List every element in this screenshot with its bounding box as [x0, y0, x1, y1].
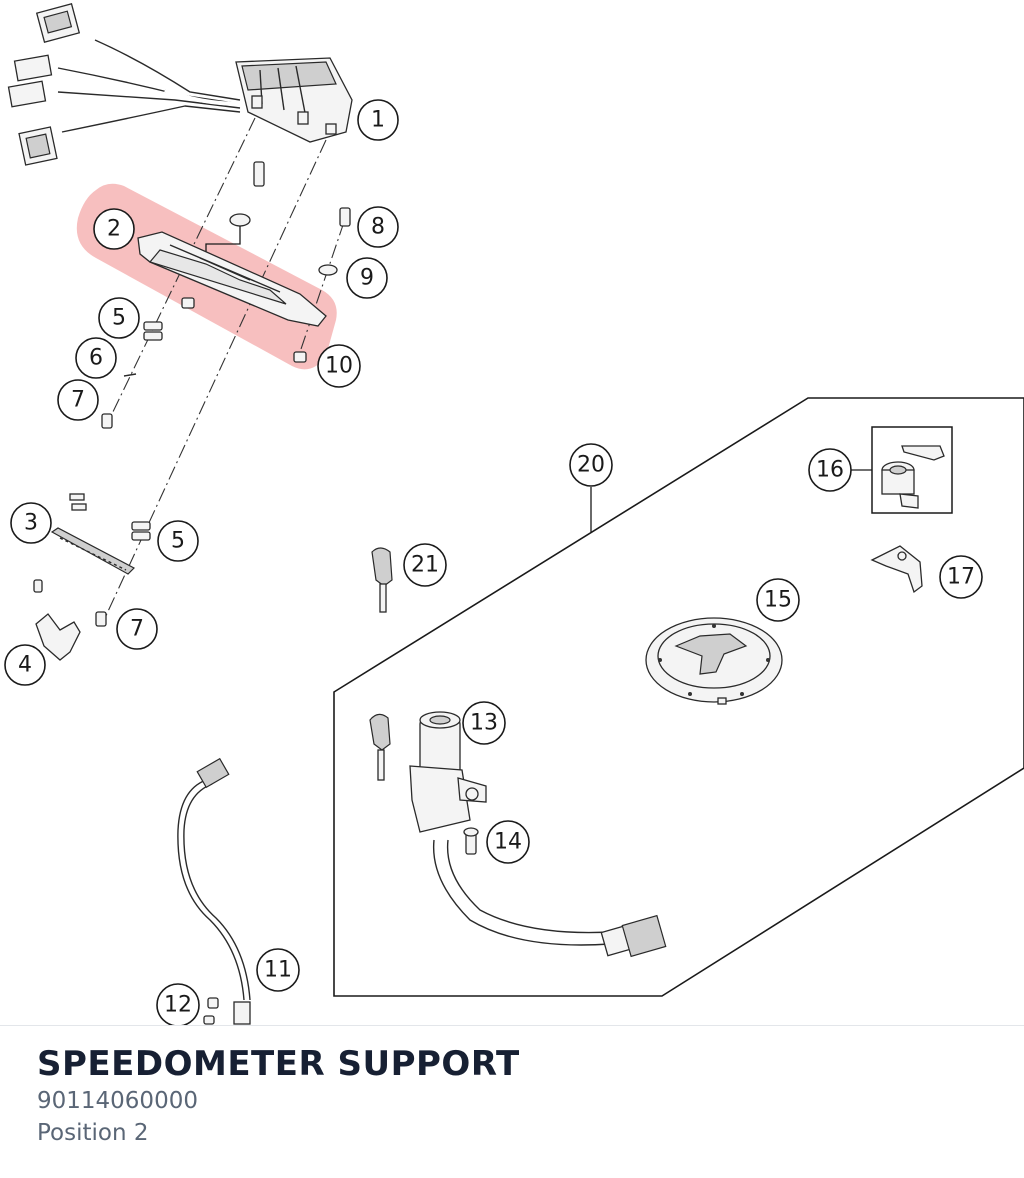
callout-13[interactable]: 13	[462, 701, 506, 745]
clip	[870, 545, 923, 594]
callout-21[interactable]: 21	[403, 543, 447, 587]
svg-text:9: 9	[360, 266, 374, 291]
part-info-panel: SPEEDOMETER SUPPORT 90114060000 Position…	[0, 1025, 1024, 1178]
svg-text:10: 10	[325, 354, 353, 379]
display-board	[50, 493, 151, 575]
callout-7b[interactable]: 7	[116, 608, 158, 650]
speedometer-support[interactable]	[137, 231, 327, 363]
svg-text:3: 3	[24, 511, 38, 536]
callout-9[interactable]: 9	[346, 257, 388, 299]
callout-10[interactable]: 10	[317, 344, 361, 388]
callout-4[interactable]: 4	[4, 644, 46, 686]
bracket	[33, 579, 107, 661]
callout-6[interactable]: 6	[75, 337, 117, 379]
svg-text:13: 13	[470, 711, 498, 736]
exploded-parts-diagram: 1 2 3 4 5 5 6 7 7 8 9 10 11 12 13 14 15	[4, 3, 1024, 1025]
callout-16[interactable]: 16	[808, 448, 852, 492]
lock-cylinder	[848, 426, 953, 514]
kit-boundary	[333, 397, 1024, 997]
part-title: SPEEDOMETER SUPPORT	[37, 1044, 520, 1084]
svg-text:16: 16	[816, 458, 844, 483]
svg-text:2: 2	[107, 217, 121, 242]
svg-text:17: 17	[947, 565, 975, 590]
svg-text:5: 5	[171, 529, 185, 554]
ignition-lock	[369, 711, 667, 958]
wiring-harness	[7, 3, 243, 166]
svg-text:7: 7	[71, 388, 85, 413]
svg-text:15: 15	[764, 588, 792, 613]
callout-20[interactable]: 20	[569, 443, 613, 487]
part-number: 90114060000	[37, 1088, 198, 1114]
callout-11[interactable]: 11	[256, 948, 300, 992]
fuel-cap	[645, 617, 783, 705]
callout-3[interactable]: 3	[10, 502, 52, 544]
svg-text:6: 6	[89, 346, 103, 371]
svg-text:12: 12	[164, 993, 192, 1018]
callout-5a[interactable]: 5	[98, 297, 140, 339]
callout-14[interactable]: 14	[486, 820, 530, 864]
callout-5b[interactable]: 5	[157, 520, 199, 562]
speedometer-unit	[235, 57, 353, 143]
part-position: Position 2	[37, 1120, 149, 1146]
callout-2[interactable]: 2	[93, 208, 135, 250]
svg-text:14: 14	[494, 830, 522, 855]
key-spare	[371, 547, 393, 613]
callout-12[interactable]: 12	[156, 983, 200, 1025]
callout-15[interactable]: 15	[756, 578, 800, 622]
sensor-cable	[177, 757, 251, 1025]
callout-17[interactable]: 17	[939, 555, 983, 599]
callout-8[interactable]: 8	[357, 206, 399, 248]
svg-text:1: 1	[371, 108, 385, 133]
svg-text:21: 21	[411, 553, 439, 578]
callout-1[interactable]: 1	[357, 99, 399, 141]
svg-text:20: 20	[577, 453, 605, 478]
callout-7a[interactable]: 7	[57, 379, 99, 421]
svg-text:8: 8	[371, 215, 385, 240]
svg-text:4: 4	[18, 653, 32, 678]
svg-text:7: 7	[130, 617, 144, 642]
svg-text:5: 5	[112, 306, 126, 331]
svg-text:11: 11	[264, 958, 292, 983]
